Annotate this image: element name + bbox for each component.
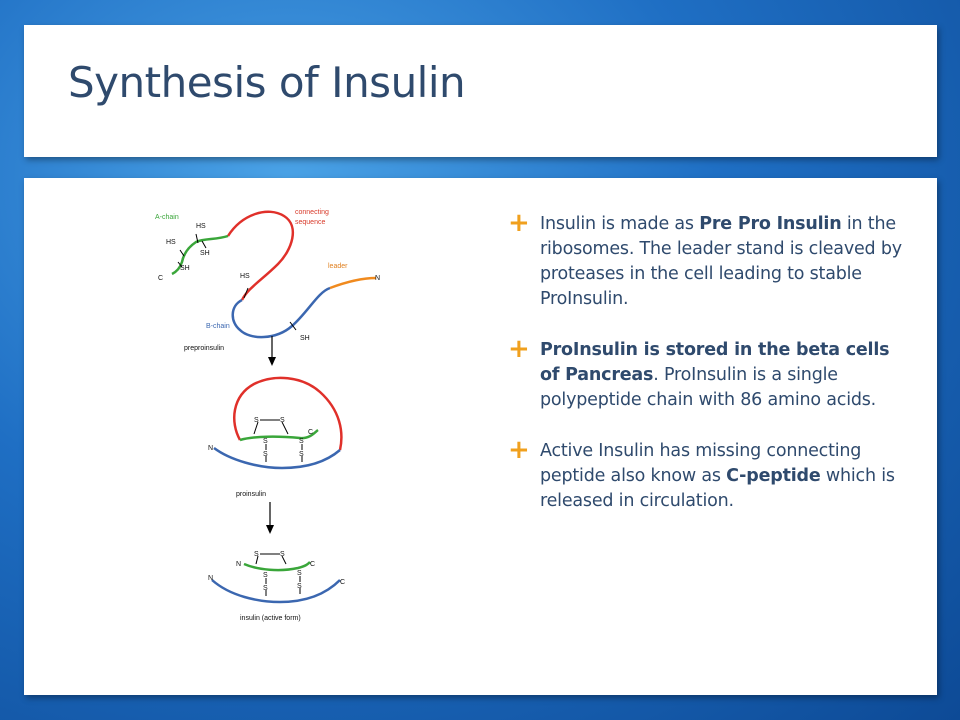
insulin-b-chain — [211, 579, 341, 604]
s-label: S — [254, 551, 259, 558]
n-terminus-label: N — [208, 445, 213, 452]
title-panel — [24, 25, 937, 157]
plus-icon: + — [508, 208, 530, 238]
connecting-label-1: connecting — [295, 209, 329, 216]
bullet-list: + Insulin is made as Pre Pro Insulin in … — [508, 208, 908, 540]
bullet-text-bold: ProInsulin is stored in the beta cells o… — [540, 340, 890, 385]
s-label: S — [280, 417, 285, 424]
proinsulin-label: proinsulin — [236, 491, 266, 498]
insulin-active-label: insulin (active form) — [240, 615, 301, 622]
s-label: S — [297, 583, 302, 590]
insulin-a-chain — [243, 561, 311, 572]
n-terminus-label: N — [375, 275, 380, 282]
bullet-text-bold: C-peptide — [726, 466, 821, 486]
leader-label: leader — [328, 263, 348, 270]
bullet-text: Insulin is made as Pre Pro Insulin in th… — [540, 212, 908, 312]
bullet-text-bold: Pre Pro Insulin — [699, 214, 842, 234]
c-terminus-label: C — [340, 579, 345, 586]
s-label: S — [299, 451, 304, 458]
n-terminus-label: N — [208, 575, 213, 582]
bullet-item: + ProInsulin is stored in the beta cells… — [508, 334, 908, 413]
arrow-head-icon — [266, 525, 274, 534]
bullet-text-part: . ProInsulin is a single polypeptide cha… — [540, 365, 877, 410]
sh-label: SH — [300, 335, 310, 342]
s-label: S — [254, 417, 259, 424]
preproinsulin-label: preproinsulin — [184, 345, 224, 352]
bullet-item: + Active Insulin has missing connecting … — [508, 435, 908, 514]
s-label: S — [280, 551, 285, 558]
c-terminus-label: C — [308, 429, 313, 436]
slide-title: Synthesis of Insulin — [68, 58, 466, 107]
arrow-head-icon — [268, 357, 276, 366]
bullet-text: ProInsulin is stored in the beta cells o… — [540, 338, 908, 413]
s-label: S — [263, 585, 268, 592]
sh-label: SH — [180, 265, 190, 272]
c-terminus-label: C — [158, 275, 163, 282]
bullet-text: Active Insulin has missing connecting pe… — [540, 439, 908, 514]
s-label: S — [299, 438, 304, 445]
hs-label: HS — [240, 273, 250, 280]
preproinsulin-connecting-sequence — [226, 210, 295, 301]
bullet-text-part: in the ribosomes. The leader stand is cl… — [540, 214, 902, 309]
b-chain-label: B-chain — [206, 323, 230, 330]
s-label: S — [263, 572, 268, 579]
a-chain-label: A-chain — [155, 214, 179, 221]
preproinsulin-leader — [329, 276, 377, 290]
content-panel — [24, 178, 937, 695]
preproinsulin-a-chain — [171, 234, 229, 276]
bullet-item: + Insulin is made as Pre Pro Insulin in … — [508, 208, 908, 312]
hs-label: HS — [166, 239, 176, 246]
n-terminus-label: N — [236, 561, 241, 568]
sh-label: SH — [200, 250, 210, 257]
plus-icon: + — [508, 334, 530, 364]
s-label: S — [263, 438, 268, 445]
bullet-text-part: Active Insulin has missing connecting pe… — [540, 441, 862, 486]
bullet-text-part: which is released in circulation. — [540, 466, 895, 511]
bullet-text-part: Insulin is made as — [540, 214, 700, 234]
c-terminus-label: C — [310, 561, 315, 568]
connecting-label-2: sequence — [295, 219, 325, 226]
s-label: S — [297, 570, 302, 577]
proinsulin-connecting-sequence — [233, 376, 343, 451]
insulin-synthesis-diagram: A-chain connecting sequence leader B-cha… — [155, 209, 380, 622]
hs-label: HS — [196, 223, 206, 230]
proinsulin-b-chain — [213, 446, 341, 470]
preproinsulin-b-chain — [231, 286, 331, 339]
s-label: S — [263, 451, 268, 458]
plus-icon: + — [508, 435, 530, 465]
proinsulin-a-chain — [239, 428, 319, 442]
